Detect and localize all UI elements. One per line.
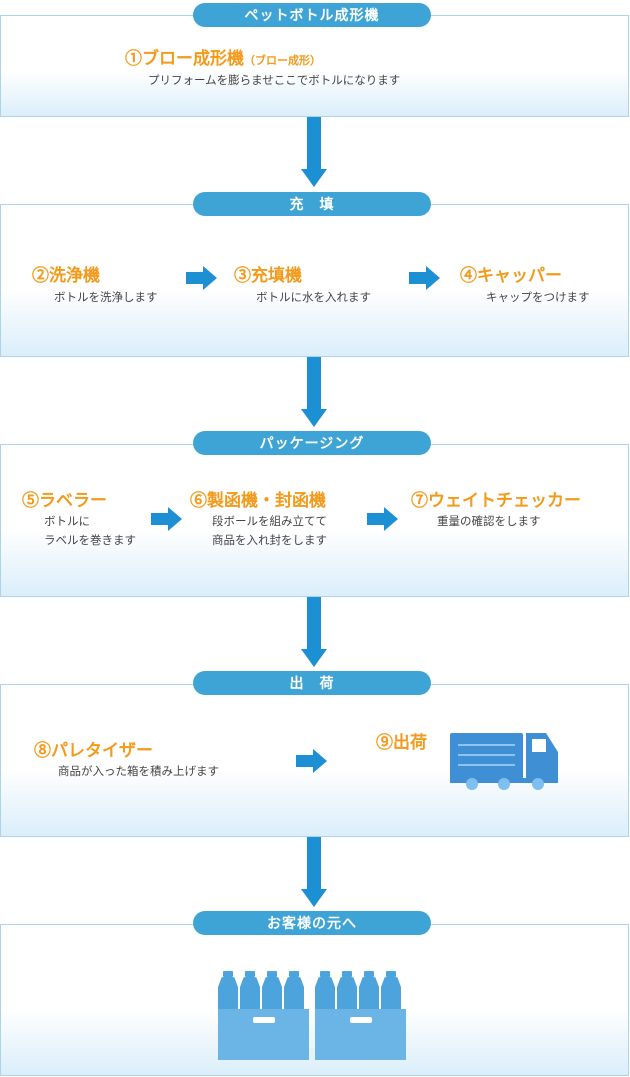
step-weight-checker-title: ⑦ウェイトチェッカー — [411, 491, 581, 511]
section-filling — [0, 204, 629, 357]
step-labeler-title: ⑤ラベラー — [22, 491, 107, 511]
section-customer — [0, 924, 629, 1076]
step-blow-molding-sub: （ブロー成形） — [244, 54, 321, 67]
water-box-icon — [315, 971, 406, 1060]
step-washer-desc: ボトルを洗浄します — [54, 290, 158, 304]
truck-icon — [450, 733, 558, 790]
step-case-erector-desc-line1: 段ボールを組み立てて — [212, 514, 327, 528]
down-arrow-icon — [301, 837, 327, 907]
right-arrow-icon — [151, 507, 182, 531]
step-filler-title: ③充填機 — [234, 266, 302, 286]
step-capper-title: ④キャッパー — [460, 266, 562, 286]
step-filler-desc: ボトルに水を入れます — [256, 290, 371, 304]
section-pill-shipping: 出 荷 — [193, 671, 431, 695]
section-pill-customer: お客様の元へ — [193, 911, 431, 935]
section-packaging — [0, 444, 629, 597]
right-arrow-icon — [186, 266, 217, 290]
step-weight-checker-desc: 重量の確認をします — [437, 514, 541, 528]
right-arrow-icon — [296, 749, 327, 773]
step-blow-molding-label: ①ブロー成形機 — [125, 49, 244, 69]
down-arrow-icon — [301, 597, 327, 667]
down-arrow-icon — [301, 117, 327, 187]
section-pill-filling: 充 填 — [193, 192, 431, 216]
step-labeler-desc-line1: ボトルに — [44, 514, 90, 528]
step-palletizer-title: ⑧パレタイザー — [34, 741, 153, 761]
step-blow-molding-desc: プリフォームを膨らませここでボトルになります — [148, 73, 401, 87]
step-case-erector-desc: 段ボールを組み立てて 商品を入れ封をします — [212, 512, 327, 550]
step-labeler-desc-line2: ラベルを巻きます — [44, 533, 136, 547]
step-labeler-desc: ボトルに ラベルを巻きます — [44, 512, 136, 550]
step-shipping-title: ⑨出荷 — [376, 733, 427, 753]
section-pill-molding: ペットボトル成形機 — [193, 3, 431, 27]
step-capper-desc: キャップをつけます — [486, 290, 590, 304]
section-pill-packaging: パッケージング — [193, 431, 431, 455]
water-box-icon — [218, 971, 309, 1060]
down-arrow-icon — [301, 357, 327, 427]
step-case-erector-title: ⑥製函機・封函機 — [190, 491, 326, 511]
step-palletizer-desc: 商品が入った箱を積み上げます — [58, 764, 219, 778]
section-blow-molding — [0, 15, 629, 117]
step-blow-molding-title: ①ブロー成形機（ブロー成形） — [125, 44, 321, 69]
right-arrow-icon — [367, 507, 398, 531]
step-case-erector-desc-line2: 商品を入れ封をします — [212, 533, 327, 547]
right-arrow-icon — [409, 266, 440, 290]
step-washer-title: ②洗浄機 — [32, 266, 100, 286]
